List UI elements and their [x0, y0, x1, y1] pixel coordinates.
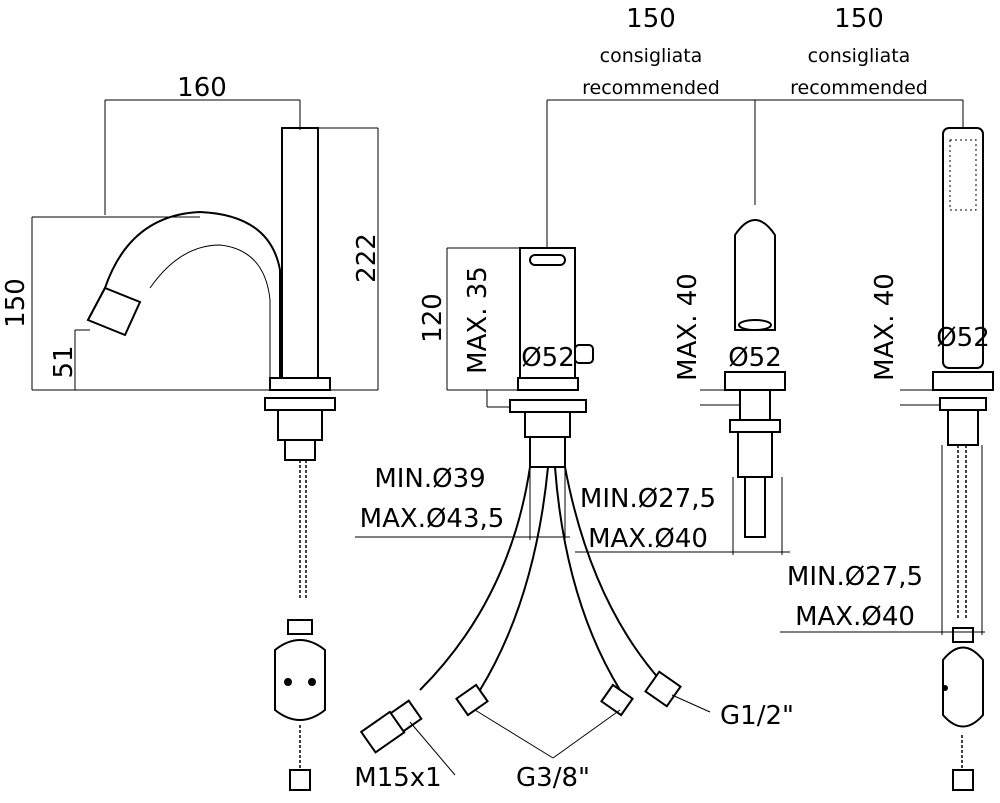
hand-shower-dimensions: MAX. 40 Ø52 MIN.Ø27,5 MAX.Ø40 — [780, 273, 990, 635]
diverter-diameter-label: Ø52 — [728, 343, 782, 373]
diverter-dimensions: MAX. 40 Ø52 MIN.Ø27,5 MAX.Ø40 — [575, 273, 790, 555]
mixer-diameter-label: Ø52 — [521, 343, 575, 373]
shower-max-deck-label: MAX. 40 — [870, 273, 900, 381]
outlet-height-label: 51 — [49, 345, 79, 378]
diverter-max-deck-label: MAX. 40 — [673, 273, 703, 381]
inlet-thread-label: G1/2" — [720, 701, 794, 731]
spacing-2-label-en: recommended — [790, 77, 928, 99]
spout-width-label: 160 — [177, 73, 227, 103]
spacing-1-label-it: consigliata — [600, 45, 703, 67]
diverter-drawing — [724, 219, 786, 538]
connection-labels: G1/2" M15x1 G3/8" — [354, 694, 794, 793]
shower-hole-max-label: MAX.Ø40 — [795, 602, 915, 632]
mixer-height-label: 120 — [418, 293, 448, 343]
diverter-hole-min-label: MIN.Ø27,5 — [580, 484, 716, 514]
mixer-hole-min-label: MIN.Ø39 — [374, 464, 485, 494]
outlet-thread-label: M15x1 — [354, 763, 441, 793]
spacing-2-value: 150 — [834, 4, 884, 34]
spacing-1-label-en: recommended — [582, 77, 720, 99]
spout-height-label: 150 — [1, 278, 31, 328]
mixer-dimensions: 120 MAX. 35 Ø52 MIN.Ø39 MAX.Ø43,5 — [355, 247, 575, 540]
shower-diameter-label: Ø52 — [936, 323, 990, 353]
mixer-max-deck-label: MAX. 35 — [463, 266, 493, 374]
mixer-drawing — [359, 247, 682, 754]
total-height-label: 222 — [352, 233, 382, 283]
spacing-dimensions: 150 consigliata recommended 150 consigli… — [546, 4, 964, 248]
shower-hole-min-label: MIN.Ø27,5 — [787, 562, 923, 592]
spout-faucet-drawing — [86, 127, 336, 791]
mixer-hole-max-label: MAX.Ø43,5 — [360, 504, 505, 534]
spacing-1-value: 150 — [626, 4, 676, 34]
hand-shower-drawing — [932, 127, 994, 791]
supply-thread-label: G3/8" — [516, 763, 590, 793]
spacing-2-label-it: consigliata — [808, 45, 911, 67]
spout-dimensions: 160 150 51 222 — [1, 73, 382, 391]
diverter-hole-max-label: MAX.Ø40 — [588, 524, 708, 554]
